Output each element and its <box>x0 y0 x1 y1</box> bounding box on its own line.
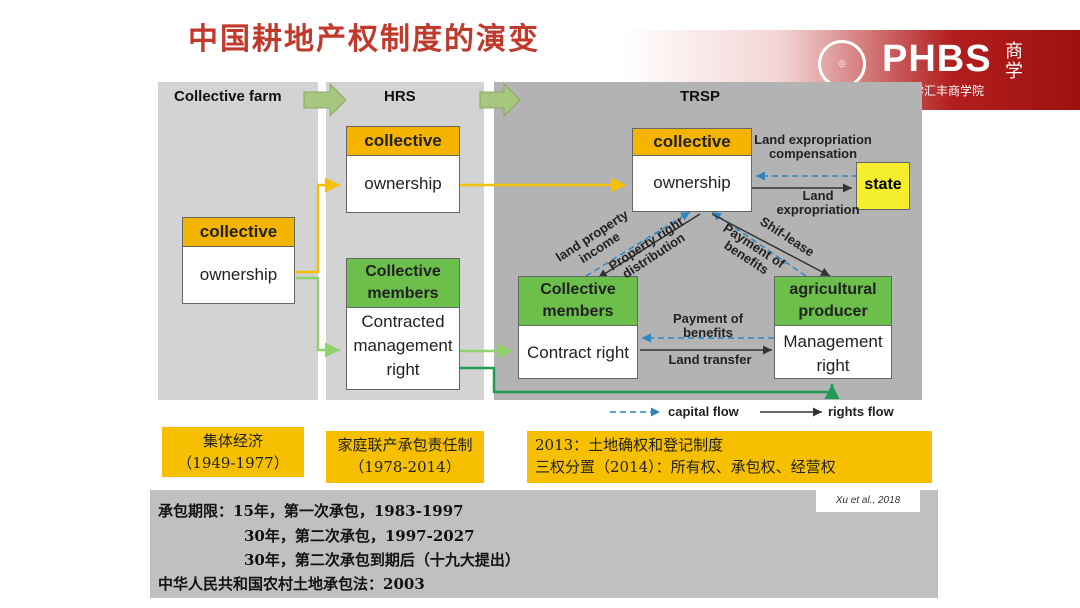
box-body: Management right <box>783 332 883 375</box>
slide-title: 中国耕地产权制度的演变 <box>188 22 540 57</box>
trsp-ownership-box: collective ownership <box>632 128 752 212</box>
box-header: Collective members <box>519 277 637 326</box>
period-name: 家庭联产承包责任制 <box>337 436 473 454</box>
box-header: collective <box>633 129 751 156</box>
box-body: Contract right <box>526 343 630 362</box>
note-line: 承包期限：15年，第一次承包，1983-1997 <box>158 502 464 520</box>
state-box: state <box>856 162 910 210</box>
school-name: 学汇丰商学院 <box>912 84 985 98</box>
citation: Xu et al., 2018 <box>816 490 920 512</box>
period-name: 集体经济 <box>202 432 263 450</box>
hrs-ownership-box: collective ownership <box>346 126 460 213</box>
box-header: Collective members <box>347 259 459 308</box>
period-line2: 三权分置（2014）：所有权、承包权、经营权 <box>535 458 836 476</box>
calligraphy-logo: 商学 <box>1005 41 1023 82</box>
header-hrs: HRS <box>384 88 416 105</box>
brand-logo: PHBS <box>882 38 992 80</box>
period-collective-economy: 集体经济 （1949-1977） <box>162 427 304 477</box>
note-line: 中华人民共和国农村土地承包法：2003 <box>158 575 425 593</box>
box-body: Contracted management right <box>353 312 453 379</box>
label-land-transfer: Land transfer <box>668 352 752 367</box>
trsp-members-box: Collective members Contract right <box>518 276 638 379</box>
transition-arrow <box>479 82 521 118</box>
box-header: collective <box>183 218 294 247</box>
contract-term-notes: 承包期限：15年，第一次承包，1983-1997 30年，第二次承包，1997-… <box>150 490 938 598</box>
period-years: （1949-1977） <box>177 454 289 472</box>
period-line1: 2013：土地确权和登记制度 <box>535 436 724 454</box>
trsp-producer-box: agricultural producer Management right <box>774 276 892 379</box>
box-header: collective <box>347 127 459 156</box>
label-land-expropriation: Land expropriation <box>776 188 860 217</box>
label-expropriation-compensation: Land expropriation compensation <box>754 132 872 161</box>
note-line: 30年，第二次承包，1997-2027 <box>244 527 475 545</box>
hrs-members-box: Collective members Contracted management… <box>346 258 460 390</box>
period-years: （1978-2014） <box>349 458 461 476</box>
box-body: ownership <box>199 265 278 284</box>
label-payment-benefits: Payment of benefits <box>672 311 744 340</box>
box-header: agricultural producer <box>775 277 891 326</box>
header-trsp: TRSP <box>680 88 721 105</box>
period-three-rights: 2013：土地确权和登记制度 三权分置（2014）：所有权、承包权、经营权 <box>527 431 932 483</box>
farm-ownership-box: collective ownership <box>182 217 295 304</box>
period-household-responsibility: 家庭联产承包责任制 （1978-2014） <box>326 431 484 483</box>
transition-arrow <box>303 82 347 118</box>
note-line: 30年，第二次承包到期后（十九大提出） <box>244 551 520 569</box>
box-body: ownership <box>653 173 731 192</box>
legend-rights-flow: rights flow <box>828 404 894 419</box>
legend-capital-flow: capital flow <box>668 404 739 419</box>
box-body: ownership <box>364 174 442 193</box>
header-collective-farm: Collective farm <box>174 88 282 105</box>
